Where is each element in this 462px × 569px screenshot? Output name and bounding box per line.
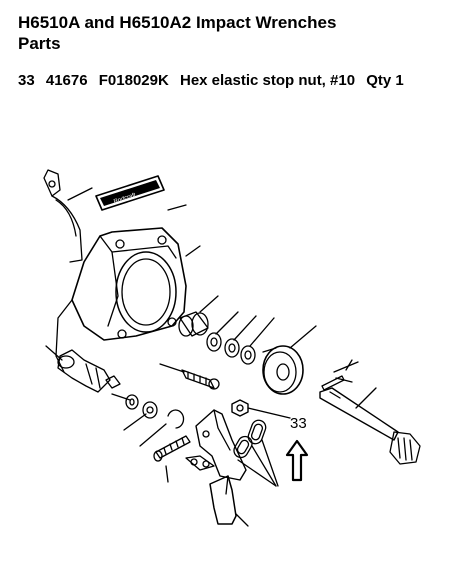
washer xyxy=(206,332,222,352)
leader-line xyxy=(139,423,167,447)
oval-washer xyxy=(247,419,267,445)
part-quantity: Qty 1 xyxy=(366,72,404,89)
title-line-2: Parts xyxy=(18,34,61,53)
leader-line xyxy=(165,465,169,483)
rear-housing-fragment xyxy=(43,169,83,263)
nameplate: Rodcraft xyxy=(95,175,165,211)
part-item-number: 33 xyxy=(18,72,35,89)
leader-line xyxy=(159,363,185,373)
leader-line xyxy=(333,361,359,383)
leader-line-33 xyxy=(247,407,291,419)
washer xyxy=(142,401,158,419)
large-disc xyxy=(262,345,304,395)
oval-washer xyxy=(233,435,253,459)
leader-line xyxy=(185,245,201,257)
front-housing xyxy=(55,227,187,373)
leader-line xyxy=(167,204,187,211)
leader-line xyxy=(215,311,239,335)
leader-line xyxy=(237,459,277,487)
leader-line xyxy=(233,315,257,341)
washer xyxy=(224,338,240,358)
washer xyxy=(240,345,256,365)
leader-line xyxy=(235,513,249,527)
callout-33: 33 xyxy=(290,415,307,432)
pin-keys xyxy=(321,359,353,391)
leader-line xyxy=(289,325,317,349)
leader-line xyxy=(355,387,377,409)
retaining-ring xyxy=(167,409,185,429)
part-number: 41676 xyxy=(45,72,88,89)
washer xyxy=(125,394,139,410)
trigger xyxy=(209,475,237,525)
small-screw xyxy=(105,375,121,389)
inlet-spindle xyxy=(57,349,111,393)
leader-line xyxy=(123,413,147,431)
leader-line xyxy=(67,187,93,201)
hex-stop-nut xyxy=(231,399,249,417)
link-plate xyxy=(185,455,215,471)
anvil-shaft xyxy=(319,387,421,465)
title-line-1: H6510A and H6510A2 Impact Wrenches xyxy=(18,13,337,32)
part-description: Hex elastic stop nut, #10 xyxy=(179,72,356,89)
page-title: H6510A and H6510A2 Impact Wrenches Parts xyxy=(18,12,438,54)
leader-line xyxy=(199,295,219,313)
leader-line xyxy=(45,345,63,361)
leader-line xyxy=(249,317,275,347)
arrow-up-icon xyxy=(285,439,309,482)
cap-screw xyxy=(153,435,191,462)
part-code: F018029K xyxy=(98,72,169,89)
leader-line xyxy=(251,445,277,487)
long-bolt xyxy=(181,369,220,390)
leader-line xyxy=(111,393,131,401)
leader-line xyxy=(261,439,279,487)
part-info-line: 33 41676 F018029K Hex elastic stop nut, … xyxy=(18,72,411,89)
bushing xyxy=(178,311,209,337)
reverse-valve-bracket xyxy=(195,409,247,481)
